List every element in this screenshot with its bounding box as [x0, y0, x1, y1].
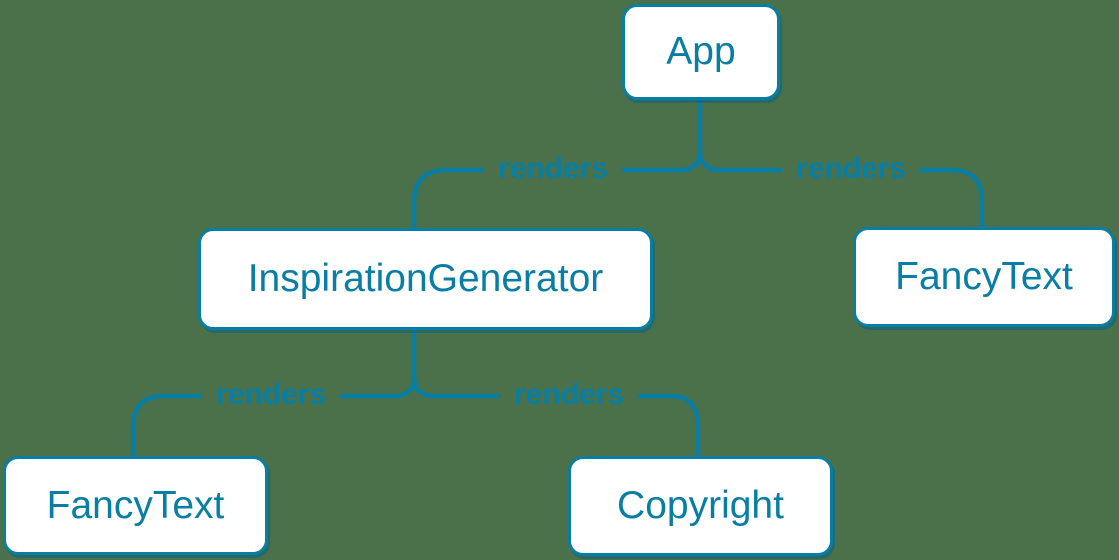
node-inspiration-generator-label: InspirationGenerator — [247, 257, 604, 300]
node-app-label: App — [666, 30, 736, 73]
node-copyright-label: Copyright — [617, 484, 784, 527]
node-fancy-text-left: FancyText — [3, 456, 268, 555]
edge-label-renders-4: renders — [499, 377, 639, 413]
node-fancy-text-left-label: FancyText — [46, 483, 225, 527]
edge-inspirationgenerator-copyright — [411, 375, 701, 458]
node-copyright: Copyright — [568, 456, 833, 556]
edge-app-fancytext — [697, 149, 985, 229]
node-fancy-text-right-label: FancyText — [895, 255, 1073, 298]
edge-label-renders-2: renders — [781, 151, 921, 187]
node-fancy-text-right: FancyText — [853, 227, 1115, 327]
node-app: App — [622, 4, 780, 100]
edge-label-renders-1: renders — [483, 151, 623, 187]
edge-label-renders-3: renders — [201, 377, 341, 413]
node-inspiration-generator: InspirationGenerator — [198, 228, 653, 330]
